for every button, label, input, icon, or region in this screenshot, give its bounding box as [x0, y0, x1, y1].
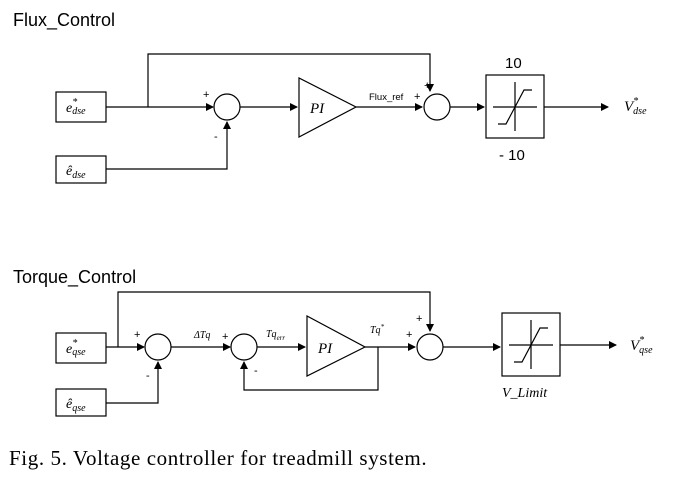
torque-summing-junction-1: [144, 333, 172, 361]
torque-feedforward-line: [117, 291, 434, 347]
flux-limit-bottom: - 10: [499, 147, 525, 164]
torque-feedback-line: [106, 361, 162, 404]
torque-sum2-minus: -: [254, 365, 258, 377]
torque-reference-input-label: e*qse: [66, 338, 86, 358]
flux-pi-label: PI: [309, 101, 325, 117]
torque-estimate-input-label: êqse: [66, 397, 86, 414]
figure-caption: Fig. 5. Voltage controller for treadmill…: [9, 446, 427, 470]
flux-feedforward-line: [147, 53, 434, 107]
torque-output-label: V*qse: [630, 335, 653, 356]
flux-control-title: Flux_Control: [13, 10, 115, 31]
torque-tq-star-label: Tq*: [370, 323, 385, 336]
torque-limiter-label: V_Limit: [502, 386, 548, 401]
flux-summing-junction-2: [423, 93, 451, 121]
torque-control-diagram: Torque_Control e*qse êqse + - ΔTq + - Tq…: [13, 267, 653, 417]
torque-sum1-minus: -: [146, 370, 150, 382]
torque-pi-controller: [306, 314, 367, 377]
flux-sum2-plus-left: +: [414, 91, 420, 103]
torque-inner-feedback-line: [240, 347, 379, 391]
flux-pi-controller: [298, 77, 358, 138]
torque-tq-err-label: Tqerr: [266, 329, 285, 342]
flux-limiter-curve: [498, 89, 532, 125]
torque-sum3-plus-top: +: [416, 313, 422, 325]
torque-reference-input-block: [55, 332, 107, 364]
torque-summing-junction-2: [230, 333, 258, 361]
torque-control-title: Torque_Control: [13, 267, 136, 288]
flux-reference-input-block: [55, 91, 107, 123]
torque-sum2-plus: +: [222, 331, 228, 343]
flux-sum2-plus-top: +: [424, 80, 430, 92]
flux-estimate-input-block: [55, 155, 107, 184]
torque-limiter-curve: [514, 327, 548, 363]
flux-output-label: V*dse: [624, 96, 647, 117]
flux-estimate-input-label: êdse: [66, 164, 86, 181]
flux-sum1-minus: -: [214, 131, 218, 143]
flux-summing-junction-1: [213, 93, 241, 121]
flux-reference-input-label: e*dse: [66, 97, 86, 117]
flux-feedback-line: [106, 121, 231, 170]
flux-limit-top: 10: [505, 55, 522, 72]
torque-delta-tq-label: ΔTq: [193, 330, 210, 341]
flux-ref-label: Flux_ref: [369, 92, 404, 103]
torque-sum1-plus: +: [134, 329, 140, 341]
torque-summing-junction-3: [416, 333, 444, 361]
flux-control-diagram: Flux_Control e*dse êdse + - PI Flux_ref …: [13, 10, 647, 184]
torque-sum3-plus-left: +: [406, 329, 412, 341]
flux-sum1-plus: +: [203, 89, 209, 101]
torque-pi-label: PI: [317, 341, 333, 357]
